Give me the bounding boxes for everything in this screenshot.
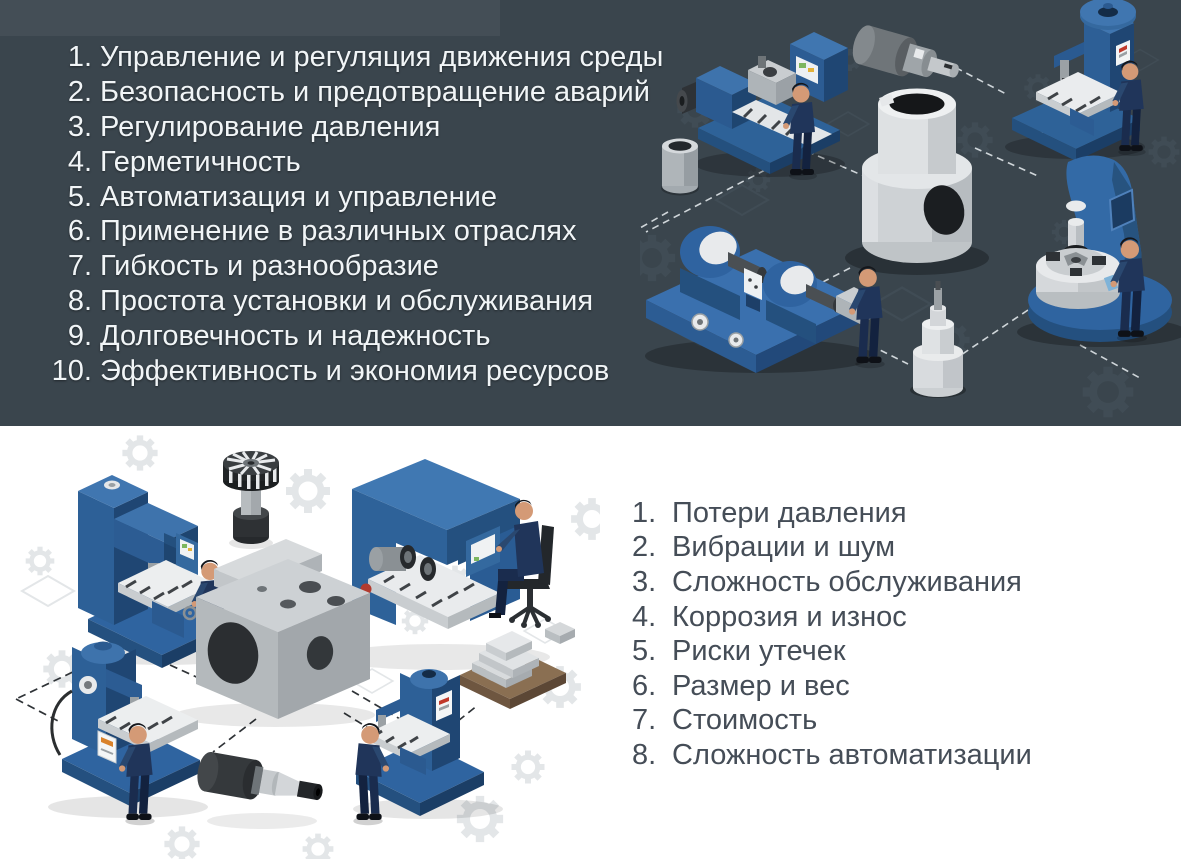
item-label: Стоимость bbox=[672, 704, 818, 737]
vertical-machining-center bbox=[1017, 155, 1181, 347]
list-item: 4.Герметичность bbox=[0, 145, 663, 180]
factory-illustration-dark bbox=[640, 0, 1181, 426]
list-item: 1. Потери давления bbox=[632, 496, 1032, 531]
drill-press-machine bbox=[48, 641, 208, 826]
item-number: 7. bbox=[632, 704, 657, 737]
gear-cutter-tool bbox=[223, 451, 279, 549]
list-item: 5.Автоматизация и управление bbox=[0, 180, 663, 215]
list-item: 6. Размер и вес bbox=[632, 669, 1032, 704]
machined-metal-block bbox=[175, 539, 375, 727]
item-number: 6. bbox=[632, 669, 657, 702]
item-number: 3. bbox=[67, 110, 92, 143]
item-number: 5. bbox=[67, 180, 92, 213]
seated-worker-figure bbox=[489, 499, 554, 628]
list-item: 8.Простота установки и обслуживания bbox=[0, 284, 663, 319]
item-number: 4. bbox=[632, 600, 657, 633]
item-label: Применение в различных отраслях bbox=[100, 215, 577, 248]
item-label: Сложность автоматизации bbox=[672, 738, 1032, 771]
list-item: 7.Гибкость и разнообразие bbox=[0, 249, 663, 284]
item-number: 10. bbox=[51, 354, 92, 387]
item-number: 8. bbox=[67, 285, 92, 318]
tool-holder-part bbox=[197, 751, 323, 829]
item-number: 1. bbox=[67, 40, 92, 73]
list-item: 7. Стоимость bbox=[632, 704, 1032, 739]
list-item: 2.Безопасность и предотвращение аварий bbox=[0, 75, 663, 110]
small-metal-part bbox=[545, 622, 575, 644]
item-label: Гибкость и разнообразие bbox=[100, 250, 439, 283]
item-label: Коррозия и износ bbox=[672, 600, 907, 633]
item-number: 7. bbox=[67, 250, 92, 283]
list-item: 2. Вибрации и шум bbox=[632, 531, 1032, 566]
background-highlight-patch bbox=[0, 0, 500, 36]
item-number: 1. bbox=[632, 496, 657, 529]
item-label: Безопасность и предотвращение аварий bbox=[100, 75, 650, 108]
item-label: Регулирование давления bbox=[100, 110, 441, 143]
list-item: 6.Применение в различных отраслях bbox=[0, 214, 663, 249]
advantages-list: 1.Управление и регуляция движения среды … bbox=[0, 40, 664, 389]
grinding-machine bbox=[645, 226, 885, 373]
item-label: Вибрации и шум bbox=[672, 531, 896, 564]
item-number: 4. bbox=[67, 145, 92, 178]
item-number: 3. bbox=[632, 565, 657, 598]
list-item: 1.Управление и регуляция движения среды bbox=[0, 40, 664, 75]
large-cylindrical-part bbox=[845, 88, 989, 275]
item-label: Риски утечек bbox=[672, 635, 846, 668]
list-item: 4. Коррозия и износ bbox=[632, 600, 1032, 635]
item-label: Управление и регуляция движения среды bbox=[100, 40, 664, 73]
item-label: Автоматизация и управление bbox=[100, 180, 497, 213]
item-label: Герметичность bbox=[100, 145, 301, 178]
advantages-section: 1.Управление и регуляция движения среды … bbox=[0, 0, 1181, 426]
item-number: 8. bbox=[632, 738, 657, 771]
item-label: Сложность обслуживания bbox=[672, 565, 1022, 598]
cnc-lathe-machine bbox=[330, 459, 554, 670]
spindle-tool-holder bbox=[910, 281, 966, 398]
item-label: Потери давления bbox=[672, 496, 907, 529]
list-item: 5. Риски утечек bbox=[632, 634, 1032, 669]
list-item: 9.Долговечность и надежность bbox=[0, 319, 663, 354]
drilling-machine bbox=[1005, 0, 1146, 161]
metal-ingots-stack bbox=[460, 631, 566, 709]
item-label: Эффективность и экономия ресурсов bbox=[100, 354, 610, 387]
item-number: 2. bbox=[632, 531, 657, 564]
list-item: 8. Сложность автоматизации bbox=[632, 738, 1032, 773]
metal-cylinder-part bbox=[661, 138, 699, 196]
item-number: 6. bbox=[67, 215, 92, 248]
item-label: Долговечность и надежность bbox=[100, 320, 491, 353]
factory-illustration-light bbox=[15, 429, 600, 859]
item-number: 2. bbox=[67, 75, 92, 108]
disadvantages-section: 1. Потери давления 2. Вибрации и шум 3. Сло… bbox=[0, 426, 1181, 859]
item-number: 9. bbox=[67, 320, 92, 353]
list-item: 3.Регулирование давления bbox=[0, 110, 663, 145]
item-label: Простота установки и обслуживания bbox=[100, 285, 594, 318]
disadvantages-list: 1. Потери давления 2. Вибрации и шум 3. Сло… bbox=[632, 496, 1032, 773]
list-item: 3. Сложность обслуживания bbox=[632, 565, 1032, 600]
drill-tool-part bbox=[852, 25, 959, 78]
drilling-machine-small bbox=[353, 669, 503, 826]
item-number: 5. bbox=[632, 635, 657, 668]
list-item: 10.Эффективность и экономия ресурсов bbox=[0, 354, 663, 389]
item-label: Размер и вес bbox=[672, 669, 850, 702]
lathe-machine bbox=[676, 32, 848, 180]
milling-machine bbox=[78, 475, 250, 668]
